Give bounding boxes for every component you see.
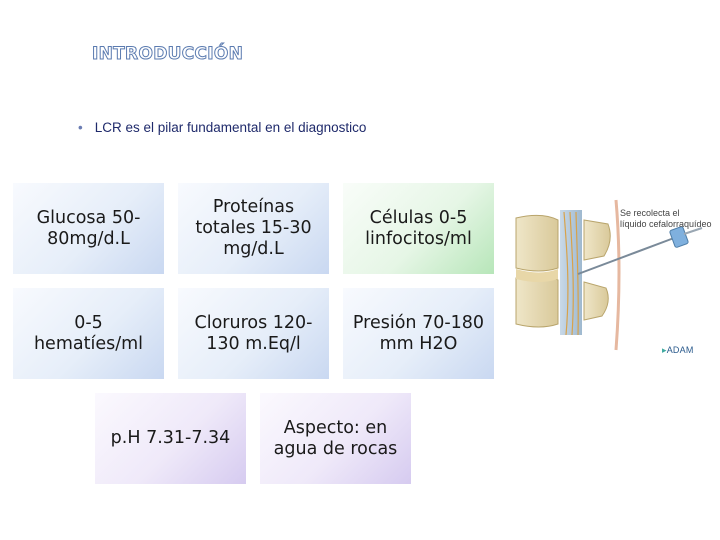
ph-box: p.H 7.31-7.34 [95, 393, 246, 484]
figure-caption-line2: líquido cefalorraquídeo [620, 219, 712, 229]
bullet-text: LCR es el pilar fundamental en el diagno… [94, 120, 367, 135]
hematies-text: 0-5 hematíes/ml [33, 312, 144, 354]
lumbar-puncture-illustration: Se recolecta el líquido cefalorraquídeo [512, 190, 712, 360]
aspecto-box: Aspecto: en agua de rocas [260, 393, 411, 484]
spinous-process-2 [583, 281, 609, 321]
presion-text: Presión 70-180 mm H2O [352, 312, 485, 354]
hematies-box: 0-5 hematíes/ml [13, 288, 164, 379]
cloruros-text: Cloruros 120-130 m.Eq/l [194, 312, 313, 354]
bullet-item: • LCR es el pilar fundamental en el diagn… [78, 120, 366, 135]
spine-needle-image: Se recolecta el líquido cefalorraquídeo [515, 199, 712, 351]
adam-logo: ▸ADAM [662, 345, 694, 356]
adam-logo-icon: ▸ [662, 345, 667, 355]
ph-text: p.H 7.31-7.34 [110, 428, 231, 448]
needle-hub [669, 226, 689, 248]
skin-line [614, 199, 621, 351]
proteinas-box: Proteínas totales 15-30 mg/d.L [178, 183, 329, 274]
proteinas-text: Proteínas totales 15-30 mg/d.L [195, 197, 312, 259]
adam-logo-text: ADAM [666, 345, 694, 355]
presion-box: Presión 70-180 mm H2O [343, 288, 494, 379]
glucosa-box: Glucosa 50-80mg/d.L [13, 183, 164, 274]
bullet-icon: • [78, 120, 83, 135]
vertebra-2 [515, 274, 559, 328]
celulas-box: Células 0-5 linfocitos/ml [343, 183, 494, 274]
disc [516, 269, 558, 282]
nerve-roots [563, 211, 579, 336]
needle-stylet [683, 227, 703, 235]
aspecto-text: Aspecto: en agua de rocas [273, 417, 398, 459]
vertebra-1 [515, 214, 559, 272]
cloruros-box: Cloruros 120-130 m.Eq/l [178, 288, 329, 379]
celulas-text: Células 0-5 linfocitos/ml [365, 207, 472, 249]
spinous-process-1 [583, 219, 611, 261]
needle [577, 237, 675, 275]
glucosa-text: Glucosa 50-80mg/d.L [36, 207, 141, 249]
slide-title: INTRODUCCIÓN [91, 44, 244, 65]
figure-caption-line1: Se recolecta el [620, 208, 680, 218]
